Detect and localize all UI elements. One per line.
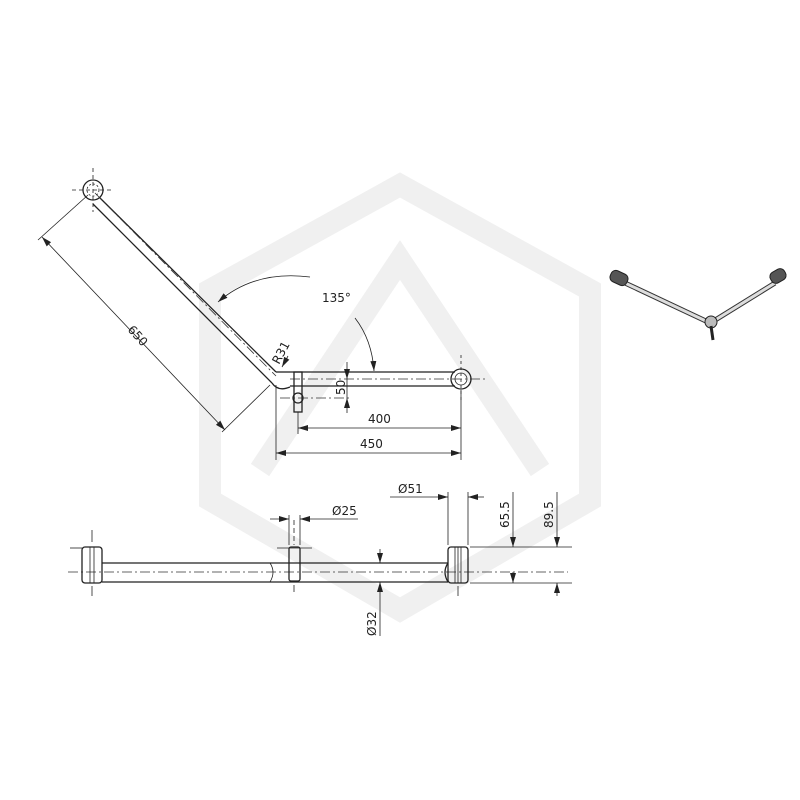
angled-tube [92,192,291,390]
right-flange [447,546,469,596]
dimension-400: 400 [297,412,461,434]
isometric-preview [609,268,787,341]
offset-label: 50 [334,380,348,395]
height-center-label: 65.5 [498,501,512,528]
watermark-logo [199,172,601,623]
middle-bracket [277,520,312,592]
angle-label: 135° [322,291,351,305]
front-view: Ø25 Ø51 Ø32 65.5 89.5 [68,482,572,636]
dimension-65-5: 65.5 [470,492,572,584]
dimension-450: 450 [275,385,462,460]
dimension-650: 650 [37,194,271,433]
length-450-label: 450 [360,437,383,451]
dimension-angle: 135° [217,275,377,372]
bend-radius-label: R31 [269,339,292,366]
dimension-650-label: 650 [125,323,151,349]
dimension-bend-radius: R31 [269,339,293,368]
bracket-diameter-label: Ø25 [332,504,357,518]
dimension-d32: Ø32 [365,549,383,636]
dimension-89-5: 89.5 [542,492,560,596]
length-400-label: 400 [368,412,391,426]
height-overall-label: 89.5 [542,501,556,528]
flange-diameter-label: Ø51 [398,482,423,496]
dimension-d51: Ø51 [390,482,484,545]
left-flange [70,530,103,596]
tube-diameter-label: Ø32 [365,611,379,636]
tube-front [102,562,449,583]
dimension-50: 50 [334,362,350,413]
dimension-d25: Ø25 [270,504,358,545]
top-view: 650 135° R31 50 400 450 [37,168,485,460]
